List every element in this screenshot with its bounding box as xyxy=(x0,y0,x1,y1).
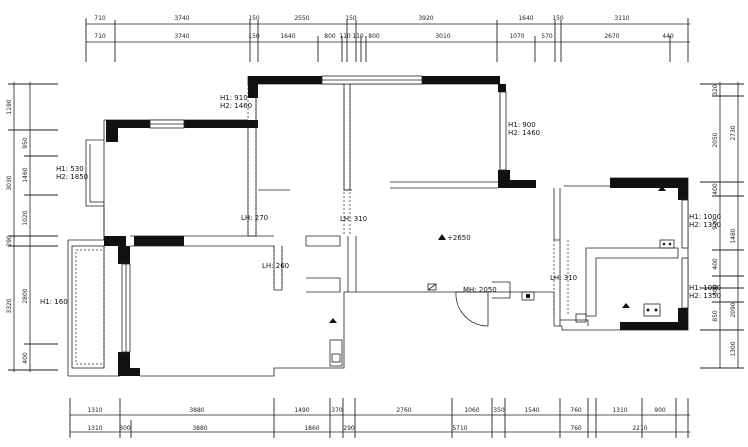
bottom-dim-8: 1540 xyxy=(524,407,539,414)
right-dim-2: 1480 xyxy=(730,228,737,243)
top-dim-9: 3110 xyxy=(614,15,629,22)
right-dimension-lines: 2730 1480 2090 1300 320 2050 400 910 400… xyxy=(700,82,744,369)
top-dim-5: 150 xyxy=(345,15,357,22)
entry-door xyxy=(455,291,489,327)
window-label-left-h1: H1: 530 xyxy=(56,165,84,173)
top-dim-2: 3740 xyxy=(174,15,189,22)
top-dim-4: 2550 xyxy=(294,15,309,22)
top-dim2-8: 800 xyxy=(368,33,380,40)
bottom-dim-7: 350 xyxy=(493,407,505,414)
left-dim2-4: 2800 xyxy=(22,288,29,303)
left-dim2-3: 1020 xyxy=(22,210,29,225)
level-label: +2650 xyxy=(447,234,471,242)
left-dim-2: 3030 xyxy=(6,175,13,190)
top-dim2-1: 710 xyxy=(94,33,106,40)
top-dim2-5: 800 xyxy=(324,33,336,40)
annotations: H1: 910 H2: 1460 H1: 900 H2: 1460 H1: 53… xyxy=(40,94,721,306)
window-label-right2-h2: H2: 1350 xyxy=(689,292,721,300)
interior-walls xyxy=(130,84,679,326)
window-label-top-left-h2: H2: 1460 xyxy=(220,102,252,110)
window-label-bottom-left: H1: 160 xyxy=(40,298,68,306)
top-dim2-7: 110 xyxy=(352,33,364,40)
bottom-dim2-5: 290 xyxy=(343,425,355,432)
left-dim-3: 290 xyxy=(6,235,13,247)
right-dim2-4: 910 xyxy=(712,218,719,230)
top-dim2-12: 2670 xyxy=(604,33,619,40)
left-dim2-1: 950 xyxy=(22,137,29,149)
top-dim-6: 3920 xyxy=(418,15,433,22)
left-dim-4: 3320 xyxy=(6,298,13,313)
door-height-label: MH: 2050 xyxy=(463,286,497,294)
top-dim2-4: 1640 xyxy=(280,33,295,40)
window-label-right1-h2: H2: 1350 xyxy=(689,221,721,229)
lintel-label-310a: LH: 310 xyxy=(340,215,367,223)
bottom-dim2-6: 5710 xyxy=(452,425,467,432)
window-label-top-right-h1: H1: 900 xyxy=(508,121,536,129)
top-dimension-lines: 710 3740 150 2550 150 3920 1640 150 3110… xyxy=(85,15,690,62)
lintel-label-260: LH: 260 xyxy=(262,262,289,270)
bottom-dimension-lines: 1310 3880 1490 370 2760 1060 350 1540 76… xyxy=(69,398,690,438)
bottom-dim-11: 900 xyxy=(654,407,666,414)
bottom-dim-2: 3880 xyxy=(189,407,204,414)
lintel-label-310b: LH: 310 xyxy=(550,274,577,282)
left-dim-1: 1190 xyxy=(6,99,13,114)
level-marker-icon xyxy=(438,234,446,240)
lintel-label-270: LH: 270 xyxy=(241,214,268,222)
bottom-dim-3: 1490 xyxy=(294,407,309,414)
top-dim-8: 150 xyxy=(552,15,564,22)
bottom-dim-1: 1310 xyxy=(87,407,102,414)
window-label-top-right-h2: H2: 1460 xyxy=(508,129,540,137)
left-dim2-5: 400 xyxy=(22,352,29,364)
load-bearing-walls xyxy=(104,76,688,376)
right-dim2-6: 300 xyxy=(712,284,719,296)
right-dim2-3: 400 xyxy=(712,183,719,195)
bottom-dim-6: 1060 xyxy=(464,407,479,414)
bottom-dim2-1: 1310 xyxy=(87,425,102,432)
left-dimension-lines: 1190 3030 290 3320 950 1460 1020 2800 40… xyxy=(6,82,58,372)
top-dim2-2: 3740 xyxy=(174,33,189,40)
bottom-dim-10: 1310 xyxy=(612,407,627,414)
top-dim-7: 1640 xyxy=(518,15,533,22)
window-label-right1-h1: H1: 1000 xyxy=(689,213,721,221)
right-dim2-7: 850 xyxy=(712,310,719,322)
bottom-dim2-4: 1860 xyxy=(304,425,319,432)
bottom-dim-4: 370 xyxy=(331,407,343,414)
right-dim-3: 2090 xyxy=(730,302,737,317)
windows xyxy=(71,75,689,369)
top-dim2-13: 440 xyxy=(662,33,674,40)
right-dim2-5: 400 xyxy=(712,258,719,270)
window-label-top-left-h1: H1: 910 xyxy=(220,94,248,102)
window-label-left-h2: H2: 1850 xyxy=(56,173,88,181)
top-dim2-3: 150 xyxy=(248,33,260,40)
top-dim2-10: 1070 xyxy=(509,33,524,40)
top-dim2-11: 570 xyxy=(541,33,553,40)
bottom-dim-5: 2760 xyxy=(396,407,411,414)
top-dim-3: 150 xyxy=(248,15,260,22)
fixtures xyxy=(329,186,675,367)
bottom-dim2-3: 3880 xyxy=(192,425,207,432)
dashed-lines xyxy=(103,84,569,368)
bottom-dim-9: 760 xyxy=(570,407,582,414)
bottom-dim2-7: 760 xyxy=(570,425,582,432)
top-dim2-6: 110 xyxy=(339,33,351,40)
window-label-right2-h1: H1: 1000 xyxy=(689,284,721,292)
left-dim2-2: 1460 xyxy=(22,167,29,182)
right-dim-4: 1300 xyxy=(730,341,737,356)
right-dim2-1: 320 xyxy=(712,84,719,96)
bottom-dim2-8: 2210 xyxy=(632,425,647,432)
right-dim2-2: 2050 xyxy=(712,132,719,147)
right-dim-1: 2730 xyxy=(730,125,737,140)
top-dim-1: 710 xyxy=(94,15,106,22)
bottom-dim2-2: 300 xyxy=(119,425,131,432)
top-dim2-9: 3010 xyxy=(435,33,450,40)
